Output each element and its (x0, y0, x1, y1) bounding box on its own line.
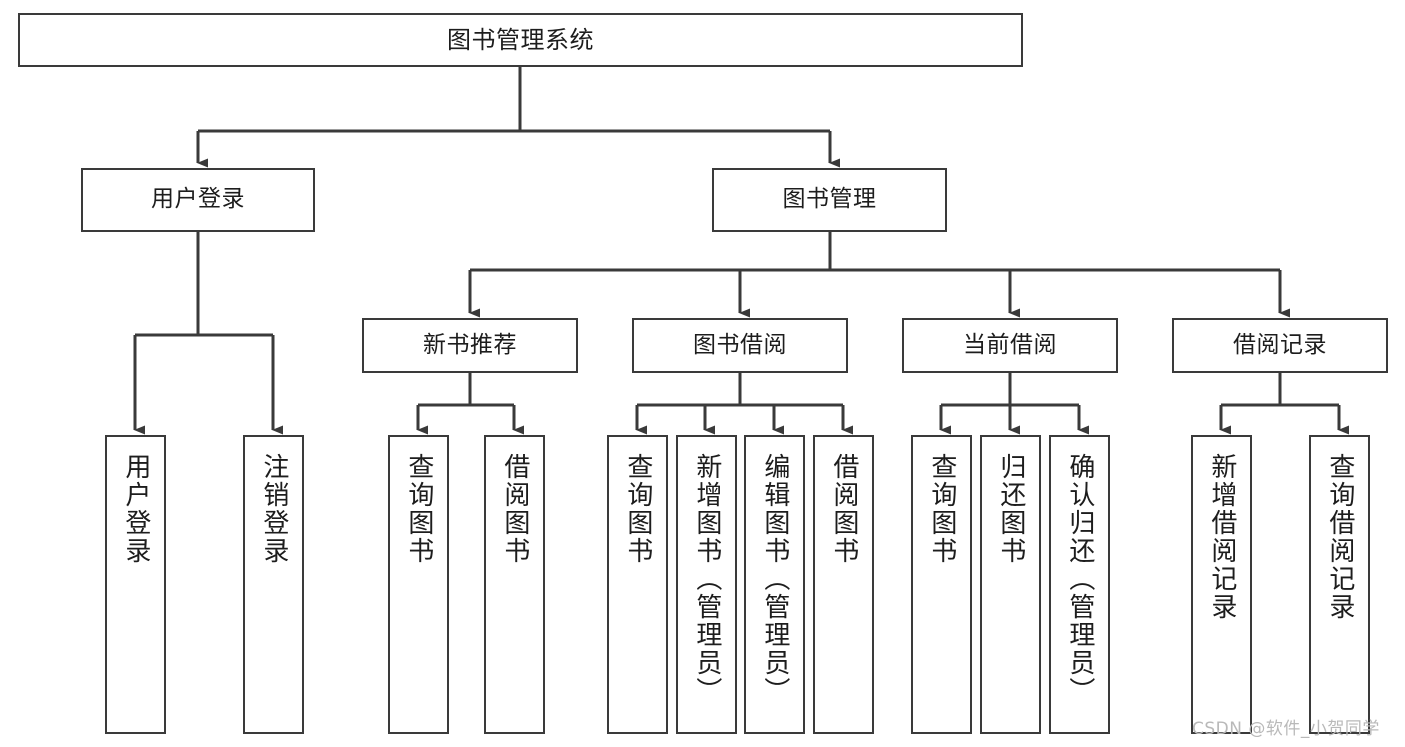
node-label: 确认归还（管理员） (1064, 453, 1095, 705)
leaf-borrow-book-recommend[interactable]: 借阅图书 (484, 435, 545, 734)
node-label: 图书管理系统 (447, 25, 594, 54)
leaf-query-book-current[interactable]: 查询图书 (911, 435, 972, 734)
node-label: 查询图书 (622, 453, 653, 565)
node-label: 归还图书 (995, 453, 1026, 565)
node-label: 当前借阅 (963, 331, 1057, 358)
leaf-query-book[interactable]: 查询图书 (607, 435, 668, 734)
leaf-add-book-admin[interactable]: 新增图书（管理员） (676, 435, 737, 734)
node-book-management[interactable]: 图书管理 (712, 168, 947, 232)
leaf-add-borrow-record[interactable]: 新增借阅记录 (1191, 435, 1252, 734)
node-label: 借阅图书 (828, 453, 859, 565)
leaf-edit-book-admin[interactable]: 编辑图书（管理员） (744, 435, 805, 734)
node-label: 新书推荐 (423, 331, 517, 358)
node-borrow-record[interactable]: 借阅记录 (1172, 318, 1388, 373)
node-user-login[interactable]: 用户登录 (81, 168, 315, 232)
node-book-borrow[interactable]: 图书借阅 (632, 318, 848, 373)
leaf-user-login[interactable]: 用户登录 (105, 435, 166, 734)
node-label: 借阅记录 (1233, 331, 1327, 358)
node-root-system[interactable]: 图书管理系统 (18, 13, 1023, 67)
leaf-query-book-recommend[interactable]: 查询图书 (388, 435, 449, 734)
node-label: 查询借阅记录 (1324, 453, 1355, 621)
node-label: 图书管理 (782, 186, 877, 213)
node-label: 查询图书 (926, 453, 957, 565)
leaf-borrow-book[interactable]: 借阅图书 (813, 435, 874, 734)
node-label: 注销登录 (258, 453, 289, 565)
node-current-borrow[interactable]: 当前借阅 (902, 318, 1118, 373)
node-new-book-recommend[interactable]: 新书推荐 (362, 318, 578, 373)
node-label: 用户登录 (151, 186, 245, 213)
node-label: 新增图书（管理员） (691, 453, 722, 705)
watermark: CSDN @软件_小贺同学 (1192, 719, 1380, 739)
leaf-return-book[interactable]: 归还图书 (980, 435, 1041, 734)
node-label: 编辑图书（管理员） (759, 453, 790, 705)
node-label: 图书借阅 (693, 331, 787, 358)
leaf-query-borrow-record[interactable]: 查询借阅记录 (1309, 435, 1370, 734)
leaf-user-logout[interactable]: 注销登录 (243, 435, 304, 734)
node-label: 用户登录 (120, 453, 151, 565)
node-label: 借阅图书 (499, 453, 530, 565)
node-label: 新增借阅记录 (1206, 453, 1237, 621)
leaf-confirm-return-admin[interactable]: 确认归还（管理员） (1049, 435, 1110, 734)
node-label: 查询图书 (403, 453, 434, 565)
